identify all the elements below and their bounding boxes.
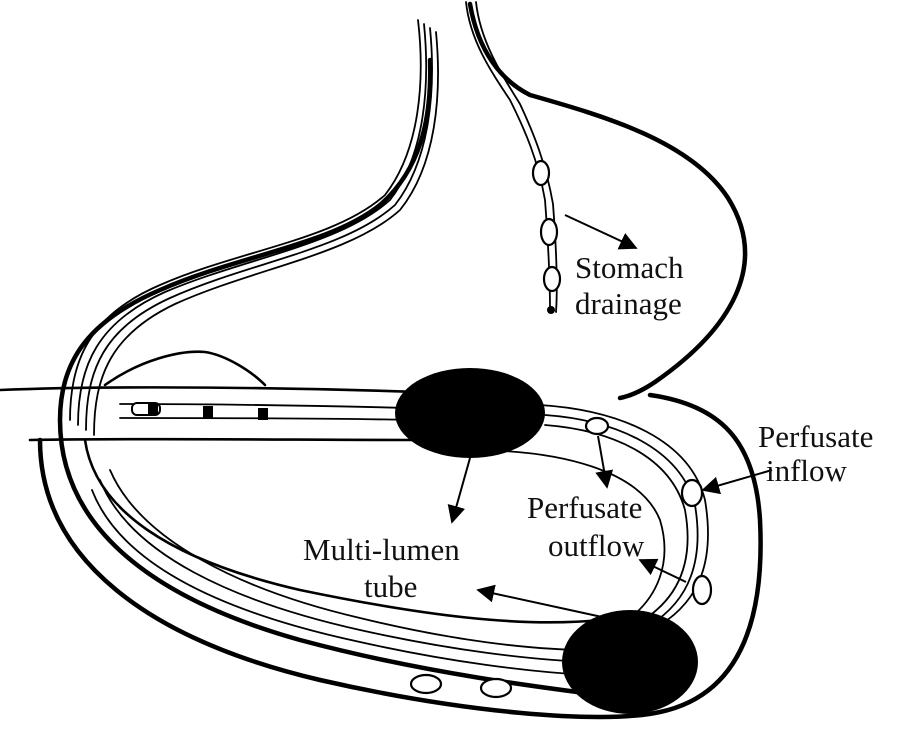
tube-arrow-lower xyxy=(476,584,603,618)
perfusate-outflow-label: Perfusate xyxy=(527,490,642,525)
tube-marker xyxy=(203,406,213,418)
perfusate-outflow-hole xyxy=(691,574,713,606)
outflow-arrow-lower xyxy=(638,558,687,583)
perfusate-inflow-hole xyxy=(680,478,704,508)
drainage-hole xyxy=(539,217,559,247)
drainage-hole xyxy=(531,159,551,187)
tube-hole xyxy=(409,673,443,695)
multi-lumen-tube-label: Multi-lumen xyxy=(303,532,460,567)
stomach-drainage-tube xyxy=(465,1,562,314)
stomach-drainage-arrow xyxy=(564,214,638,250)
drainage-tip xyxy=(547,306,555,314)
perfusate-inflow-label-2: inflow xyxy=(766,453,848,488)
stomach-outline xyxy=(467,1,748,401)
mucosal-fold xyxy=(103,350,267,387)
tube-arrow-upper xyxy=(447,457,471,524)
perfusate-inflow-label: Perfusate xyxy=(758,419,873,454)
stomach-greater-curvature xyxy=(37,392,763,720)
perfusate-outflow-label-2: outflow xyxy=(548,528,645,563)
perfusate-outflow-hole xyxy=(584,416,610,436)
tube-hole xyxy=(479,677,513,699)
drainage-hole xyxy=(542,265,562,293)
multi-lumen-tube-body xyxy=(0,386,422,442)
stomach-drainage-label-2: drainage xyxy=(575,286,682,321)
stomach-drainage-label: Stomach xyxy=(575,250,684,285)
tube-strands-esophagus xyxy=(69,19,439,436)
inflow-arrow xyxy=(701,469,773,495)
lower-balloon xyxy=(562,610,698,714)
esophagus-wall xyxy=(57,57,643,703)
tube-marker xyxy=(258,408,268,420)
upper-balloon xyxy=(395,368,545,458)
outflow-arrow-upper xyxy=(595,435,614,489)
tube-marker xyxy=(148,403,158,415)
multi-lumen-tube-label-2: tube xyxy=(364,569,417,604)
stomach-inner-wall xyxy=(83,438,602,624)
